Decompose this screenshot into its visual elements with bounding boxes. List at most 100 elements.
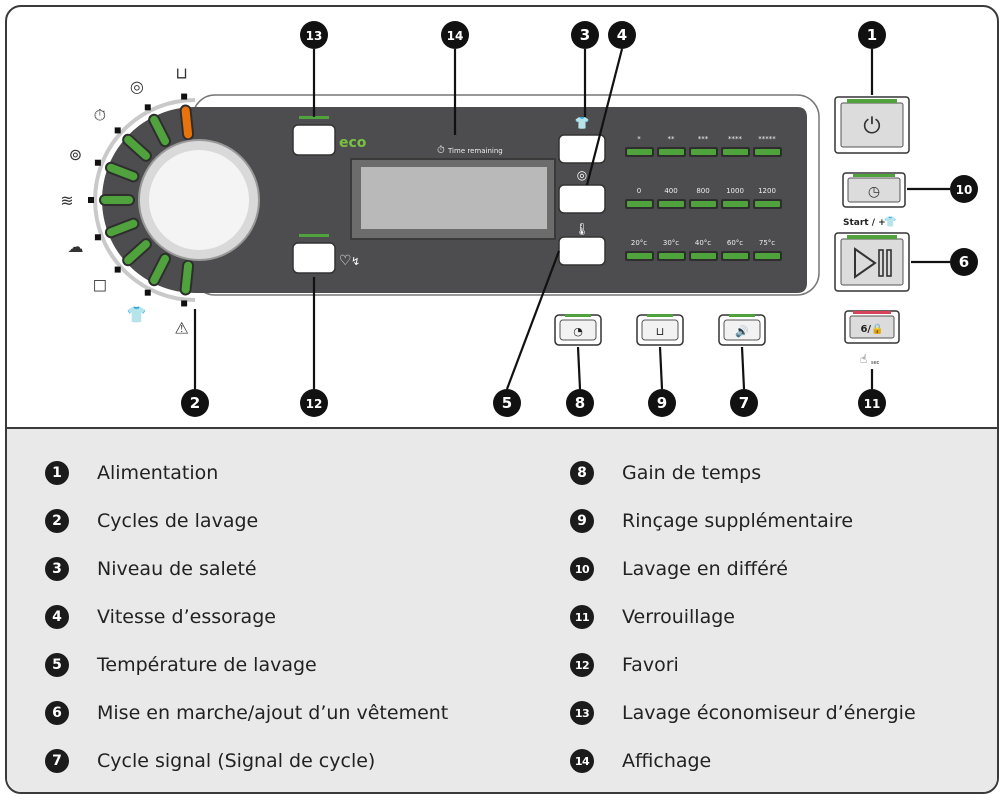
soil-level-label: **	[668, 135, 676, 143]
time-saver-button[interactable]: ◔	[554, 314, 602, 346]
display-screen	[361, 167, 547, 229]
drain-icon: ⊔	[175, 64, 187, 83]
soil-level-led	[723, 149, 748, 155]
temperature-led	[659, 253, 684, 259]
legend-item: 4 Vitesse d’essorage	[45, 603, 276, 631]
spin-speed-button[interactable]	[558, 184, 606, 214]
dial-position-dot	[181, 300, 188, 307]
play-icon	[854, 247, 877, 279]
callout-number: 1	[867, 26, 877, 44]
temperature-label: 75°c	[759, 239, 775, 247]
delay-button-inner[interactable]	[847, 177, 901, 203]
diagram-frame: ⚠👕☐☁≋⊚⏱◎⊔eco♡↯⏱Time remaining👕◎🌡********…	[5, 5, 999, 794]
cycle-signal-button-led	[729, 314, 755, 317]
temperature-button-face[interactable]	[558, 236, 606, 266]
spin-speed-led	[723, 201, 748, 207]
lock-led	[853, 311, 891, 314]
temperature-led	[627, 253, 652, 259]
delay-button[interactable]: ◷	[842, 172, 906, 208]
soil-level-led	[627, 149, 652, 155]
cycle-signal-button-inner[interactable]	[723, 319, 761, 341]
rinse-icon: ⊔	[656, 325, 665, 338]
temperature-label: 60°c	[727, 239, 743, 247]
callout-number: 14	[447, 29, 464, 43]
soil-level-led	[755, 149, 780, 155]
legend-item: 9 Rinçage supplémentaire	[570, 507, 853, 535]
callout-number: 6	[959, 253, 969, 271]
legend-label: Niveau de saleté	[97, 558, 257, 580]
start-pause-button[interactable]	[834, 232, 910, 292]
spin-speed-label: 800	[696, 187, 709, 195]
callout-circle	[858, 389, 886, 417]
dial-position-dot	[94, 159, 101, 166]
time-saver-button-inner[interactable]	[559, 319, 597, 341]
callout-number: 10	[956, 183, 973, 197]
cycle-signal-button[interactable]: 🔊	[718, 314, 766, 346]
callout-circle	[571, 21, 599, 49]
clock-plus-icon: ◷	[868, 184, 880, 200]
power-button[interactable]: ⏻	[834, 96, 910, 154]
legend-badge: 4	[45, 605, 69, 629]
spin-speed-label: 1200	[758, 187, 776, 195]
temperature-label: 30°c	[663, 239, 679, 247]
lock-button-inner[interactable]	[849, 315, 895, 339]
program-dial-face[interactable]	[149, 150, 249, 250]
soil-level-label: ****	[728, 135, 743, 143]
legend-label: Cycle signal (Signal de cycle)	[97, 750, 376, 772]
favorite-button-face[interactable]	[292, 242, 336, 274]
lock-button[interactable]: 6/🔒	[844, 310, 900, 344]
legend-badge: 5	[45, 653, 69, 677]
callout-number: 9	[657, 394, 667, 412]
spin-speed-button-face[interactable]	[558, 184, 606, 214]
soil-level-icon: 👕	[575, 116, 590, 130]
dial-led	[150, 254, 170, 285]
legend-badge: 12	[570, 653, 594, 677]
legend-badge: 13	[570, 701, 594, 725]
extra-rinse-button-inner[interactable]	[641, 319, 679, 341]
callout-circle	[858, 21, 886, 49]
legend-badge: 6	[45, 701, 69, 725]
dial-led	[124, 240, 150, 265]
start-label: Start / +	[843, 218, 886, 228]
callout-leader-line	[740, 346, 746, 390]
soil-level-led	[659, 149, 684, 155]
temperature-label: 40°c	[695, 239, 711, 247]
callout-circle	[648, 389, 676, 417]
shirt-icon: 👕	[127, 305, 147, 324]
start-led	[847, 235, 897, 239]
callout-circle	[730, 389, 758, 417]
eco-button[interactable]	[292, 116, 336, 156]
extra-rinse-button[interactable]: ⊔	[636, 314, 684, 346]
hold-seconds-label: sec	[871, 360, 880, 366]
legend-label: Rinçage supplémentaire	[622, 510, 854, 532]
favorite-button[interactable]	[292, 234, 336, 274]
spin-icon: ◎	[130, 77, 144, 96]
quick-icon: ⏱	[94, 105, 106, 124]
dial-position-dot	[144, 104, 151, 111]
legend-badge: 9	[570, 509, 594, 533]
eco-button-led	[299, 116, 329, 119]
callout-badge-13: 13	[300, 21, 328, 49]
callout-circle	[300, 21, 328, 49]
basket-icon: ☐	[93, 277, 107, 296]
callout-leader-line	[658, 346, 664, 390]
dial-led	[181, 106, 193, 139]
callout-badge-6: 6	[950, 248, 978, 276]
dial-outer-ring	[93, 98, 196, 302]
soil-level-label: ***	[698, 135, 709, 143]
legend-badge: 8	[570, 461, 594, 485]
callout-badge-9: 9	[648, 389, 676, 417]
dial-position-dot	[144, 289, 151, 296]
callout-badge-10: 10	[950, 175, 978, 203]
temperature-button[interactable]	[558, 236, 606, 266]
dial-position-dot	[181, 93, 188, 100]
callout-number: 8	[575, 394, 585, 412]
pause-bar-icon	[878, 249, 884, 277]
legend-label: Vitesse d’essorage	[97, 606, 276, 628]
eco-button-face[interactable]	[292, 124, 336, 156]
